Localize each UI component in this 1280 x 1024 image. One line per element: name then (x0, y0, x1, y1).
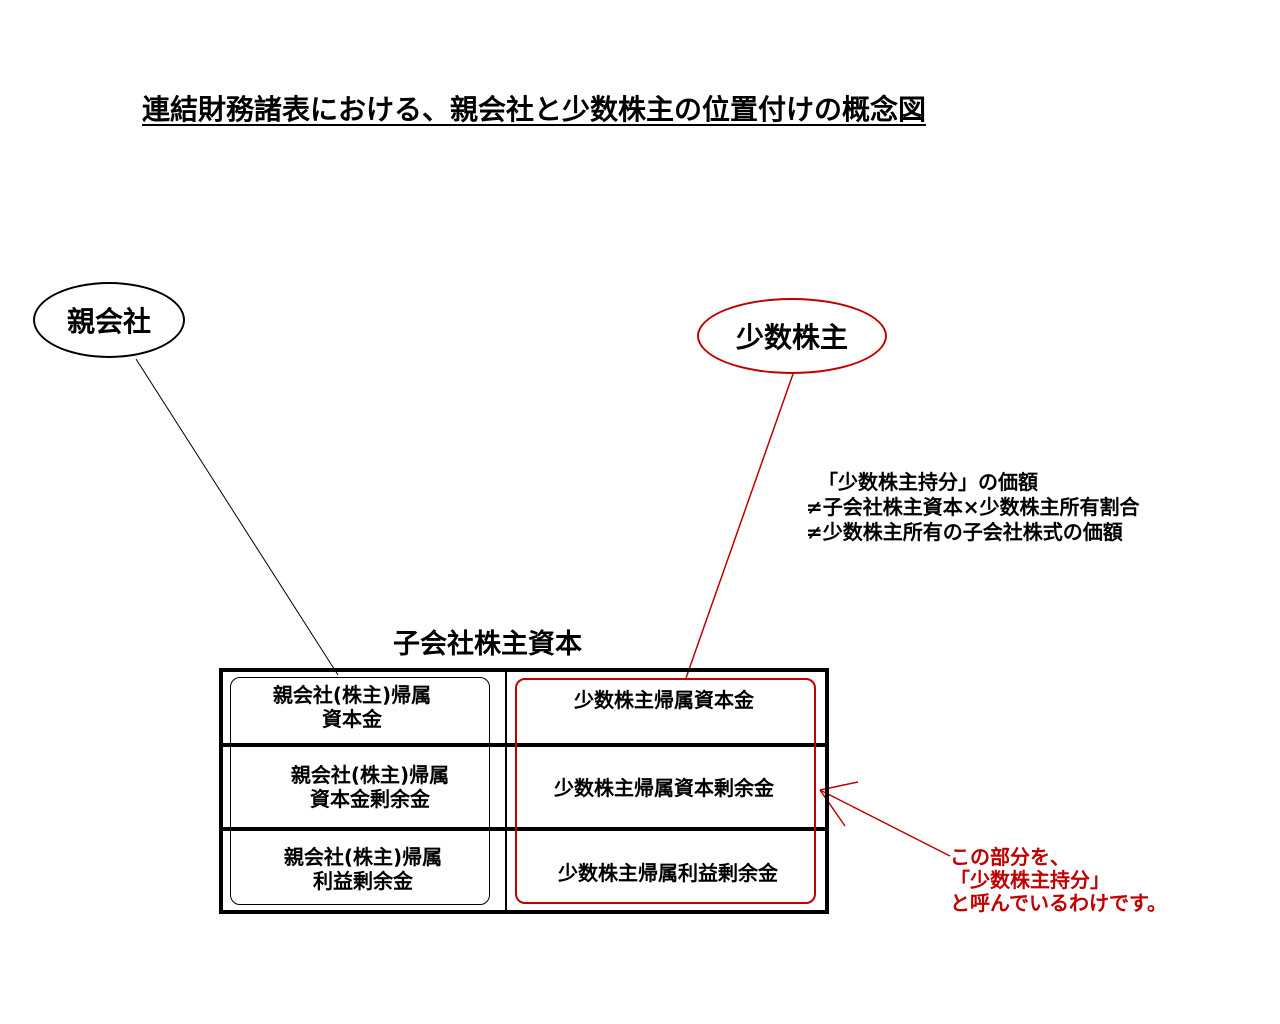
note-line-3: ≠少数株主所有の子会社株式の価額 (806, 520, 1123, 544)
row-divider-1 (219, 743, 829, 747)
parent-cell-line: 資本金剰余金 (310, 787, 430, 811)
note-line-1: 「少数株主持分」の価額 (818, 470, 1038, 494)
parent-company-oval: 親会社 (33, 282, 185, 358)
note-line-2: ≠子会社株主資本×少数株主所有割合 (806, 495, 1140, 519)
parent-company-label: 親会社 (66, 305, 151, 338)
minority-cell-capital-surplus: 少数株主帰属資本剰余金 (510, 750, 818, 826)
minority-shareholder-oval: 少数株主 (697, 298, 887, 374)
minority-cell-text: 少数株主帰属資本剰余金 (554, 776, 774, 800)
parent-cell-capital: 親会社(株主)帰属 資本金 (222, 672, 482, 742)
minority-interest-outline (515, 678, 816, 904)
parent-share-outline (230, 677, 490, 905)
annotation-line-3: と呼んでいるわけです。 (950, 891, 1167, 915)
minority-interest-annotation: この部分を、 「少数株主持分」 と呼んでいるわけです。 (950, 846, 1167, 915)
parent-cell-retained-earnings: 親会社(株主)帰属 利益剰余金 (233, 834, 493, 904)
parent-cell-line: 親会社(株主)帰属 (272, 683, 432, 707)
minority-cell-text: 少数株主帰属資本金 (574, 688, 754, 712)
annotation-line-2: 「少数株主持分」 (950, 868, 1110, 892)
parent-cell-line: 親会社(株主)帰属 (290, 763, 450, 787)
subsidiary-equity-title: 子会社株主資本 (393, 629, 582, 660)
annotation-pointer-line (819, 789, 951, 857)
minority-connector-line (685, 373, 794, 679)
minority-shareholder-label: 少数株主 (735, 321, 848, 354)
parent-cell-line: 親会社(株主)帰属 (283, 845, 443, 869)
parent-cell-capital-surplus: 親会社(株主)帰属 資本金剰余金 (240, 750, 500, 824)
subsidiary-equity-table (219, 668, 829, 914)
annotation-line-1: この部分を、 (950, 845, 1070, 869)
column-divider (505, 668, 507, 914)
parent-cell-line: 資本金 (322, 707, 382, 731)
minority-cell-text: 少数株主帰属利益剰余金 (558, 861, 778, 885)
parent-connector-line (135, 358, 339, 676)
page-title: 連結財務諸表における、親会社と少数株主の位置付けの概念図 (142, 93, 927, 126)
minority-cell-retained-earnings: 少数株主帰属利益剰余金 (514, 836, 822, 910)
row-divider-2 (219, 827, 829, 831)
parent-cell-line: 利益剰余金 (313, 869, 413, 893)
valuation-note: 「少数株主持分」の価額 ≠子会社株主資本×少数株主所有割合 ≠少数株主所有の子会… (806, 470, 1140, 545)
minority-cell-capital: 少数株主帰属資本金 (510, 672, 818, 728)
